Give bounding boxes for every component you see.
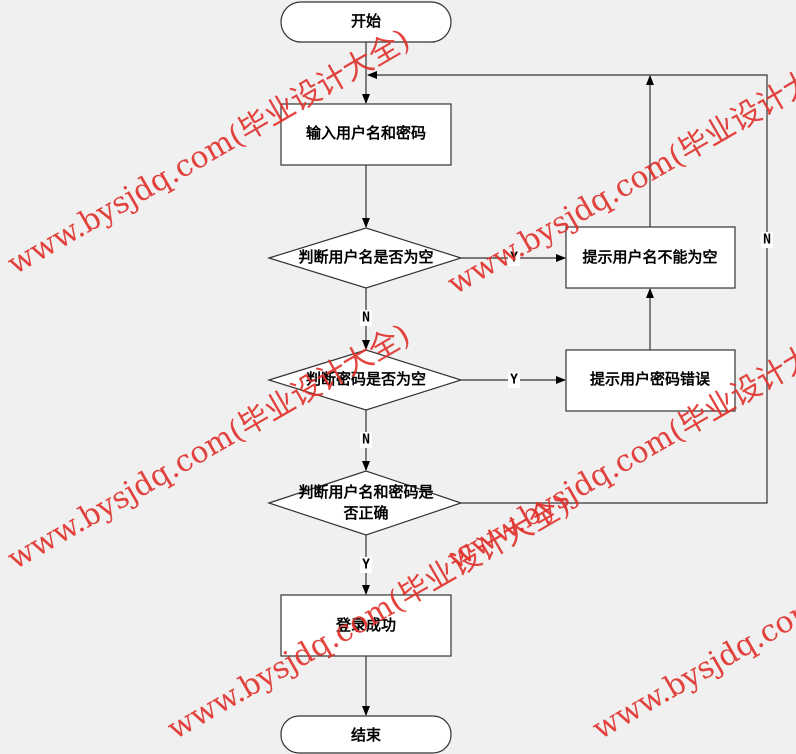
watermark: www.bysjdq.com(毕业设计大全) [587,487,796,747]
watermark: www.bysjdq.com(毕业设计大全) [2,317,417,577]
input-text: 输入用户名和密码 [306,124,426,142]
prompt-username-box [565,226,736,289]
check-username-text: 判断用户名是否为空 [298,248,433,266]
check-password-text: 判断密码是否为空 [306,370,426,388]
end-text: 结束 [351,726,382,744]
start-terminal [280,1,452,43]
label-username-empty-yes: Y [510,251,518,266]
end-terminal [280,715,452,754]
check-credentials-text-1: 判断用户名和密码是 [298,483,434,501]
prompt-password-box [565,349,736,412]
prompt-username-text: 提示用户名不能为空 [582,248,717,266]
input-box [280,103,452,166]
label-credentials-yes: Y [362,558,370,573]
check-credentials-text-2: 否正确 [342,504,388,522]
check-username-diamond [266,227,463,289]
label-password-empty-no: N [362,433,370,448]
check-password-diamond [266,349,463,411]
start-text: 开始 [351,12,381,30]
success-box [280,594,452,657]
label-credentials-no: N [763,233,771,248]
prompt-password-text: 提示用户密码错误 [590,370,711,388]
label-password-empty-yes: Y [510,373,518,388]
edge-check3-no-loop [367,71,768,504]
label-username-empty-no: N [362,311,370,326]
check-credentials-diamond [267,470,463,536]
success-text: 登录成功 [335,616,396,634]
